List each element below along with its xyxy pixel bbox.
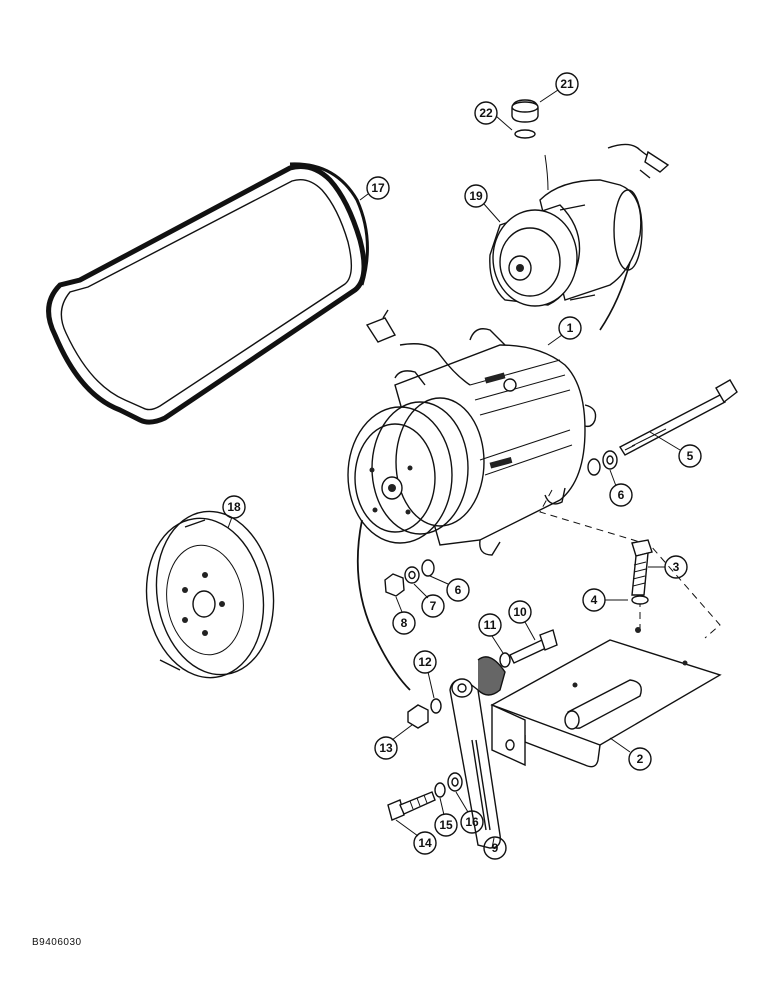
nut-and-washers: [384, 559, 435, 597]
callout-label-15: 15: [439, 818, 453, 832]
mounting-bracket: [490, 627, 722, 768]
callout-circle-22: [474, 101, 498, 125]
assembly-line: [539, 489, 721, 639]
callout-circle-6-upper: [609, 483, 633, 507]
callout-label-8: 8: [401, 616, 408, 630]
callout-label-4: 4: [591, 593, 598, 607]
callout-label-19: 19: [469, 189, 483, 203]
bolt-and-washer-10-11: [499, 629, 558, 668]
callout-circle-7: [421, 594, 445, 618]
callout-circle-14: [413, 831, 437, 855]
callout-circle-19: [464, 184, 488, 208]
compressor: [347, 309, 597, 691]
callout-circle-5: [678, 444, 702, 468]
compressor-alternate: [489, 143, 670, 331]
cap-and-o-ring: [511, 99, 539, 139]
callout-circle-13: [374, 736, 398, 760]
callout-circle-12: [413, 650, 437, 674]
callout-label-16: 16: [465, 815, 479, 829]
callout-label-18: 18: [227, 500, 241, 514]
callout-circle-17: [366, 176, 390, 200]
callout-label-6-upper: 6: [618, 488, 625, 502]
callout-circle-2: [628, 747, 652, 771]
callout-circle-16: [460, 810, 484, 834]
callout-circle-6-lower: [446, 578, 470, 602]
pulley: [145, 510, 275, 679]
callout-label-14: 14: [418, 836, 432, 850]
drive-belt: [46, 162, 369, 425]
callout-circle-1: [558, 316, 582, 340]
callout-circle-15: [434, 813, 458, 837]
callout-label-5: 5: [687, 449, 694, 463]
callout-circle-11: [478, 613, 502, 637]
callout-label-13: 13: [379, 741, 393, 755]
callout-label-22: 22: [479, 106, 493, 120]
callout-label-21: 21: [560, 77, 574, 91]
callout-label-10: 10: [513, 605, 527, 619]
callout-label-2: 2: [637, 752, 644, 766]
figure-reference-code: B9406030: [32, 937, 82, 948]
bolt-and-washers-14-16: [387, 772, 463, 821]
callout-circle-4: [582, 588, 606, 612]
nut-and-washer-12-13: [407, 698, 442, 729]
callout-circle-21: [555, 72, 579, 96]
callout-label-1: 1: [567, 321, 574, 335]
callout-label-7: 7: [430, 599, 437, 613]
callout-circle-8: [392, 611, 416, 635]
callout-circle-9: [483, 836, 507, 860]
bolt-and-washer: [631, 539, 653, 605]
adjusting-arm: [449, 656, 506, 849]
callout-label-6-lower: 6: [455, 583, 462, 597]
callout-label-9: 9: [492, 841, 499, 855]
callout-label-3: 3: [673, 560, 680, 574]
callout-label-11: 11: [484, 618, 497, 632]
washers-upper: [587, 450, 618, 476]
callout-circle-10: [508, 600, 532, 624]
callout-label-12: 12: [418, 655, 432, 669]
callouts: 17 21 22 19 19 1 5 6 18 18 17: [222, 72, 702, 860]
long-bolt: [619, 379, 738, 456]
callout-label-17: 17: [371, 181, 385, 195]
callout-circle-3: [664, 555, 688, 579]
callout-circle-18: [222, 495, 246, 519]
